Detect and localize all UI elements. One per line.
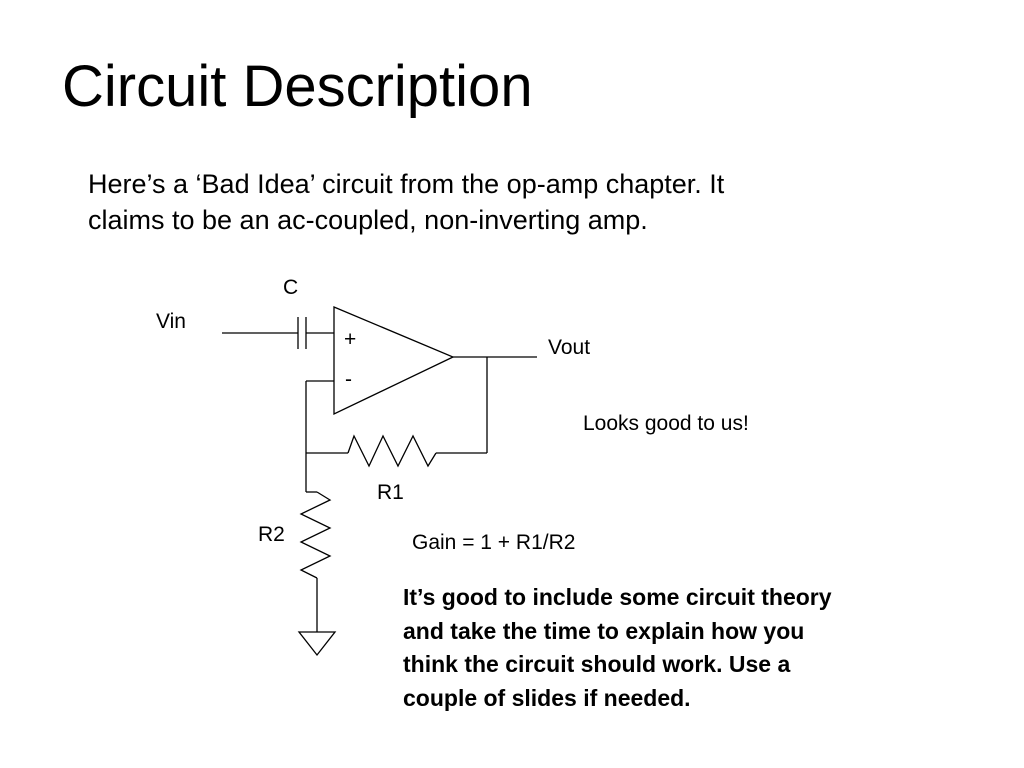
- vout-label: Vout: [548, 336, 591, 359]
- explanation-note: It’s good to include some circuit theory…: [403, 581, 963, 715]
- inverting-pin-label: -: [345, 368, 352, 391]
- intro-line: claims to be an ac-coupled, non-invertin…: [88, 205, 648, 235]
- r2-label: R2: [258, 523, 285, 546]
- intro-line: Here’s a ‘Bad Idea’ circuit from the op-…: [88, 169, 725, 199]
- note-line: think the circuit should work. Use a: [403, 651, 791, 677]
- noninverting-pin-label: +: [344, 328, 357, 351]
- note-line: It’s good to include some circuit theory: [403, 584, 832, 610]
- r1-label: R1: [377, 481, 404, 504]
- comment-text: Looks good to us!: [583, 412, 749, 435]
- intro-text: Here’s a ‘Bad Idea’ circuit from the op-…: [88, 166, 988, 238]
- op-amp-triangle: [333, 306, 455, 416]
- r1-resistor: [347, 434, 437, 468]
- note-line: and take the time to explain how you: [403, 617, 805, 644]
- gain-formula: Gain = 1 + R1/R2: [412, 531, 576, 554]
- r2-resistor: [299, 491, 332, 579]
- slide-title: Circuit Description: [62, 54, 533, 119]
- capacitor-label: C: [283, 276, 299, 299]
- ground-symbol: [297, 631, 337, 657]
- note-line: couple of slides if needed.: [403, 684, 691, 711]
- vin-label: Vin: [156, 310, 186, 333]
